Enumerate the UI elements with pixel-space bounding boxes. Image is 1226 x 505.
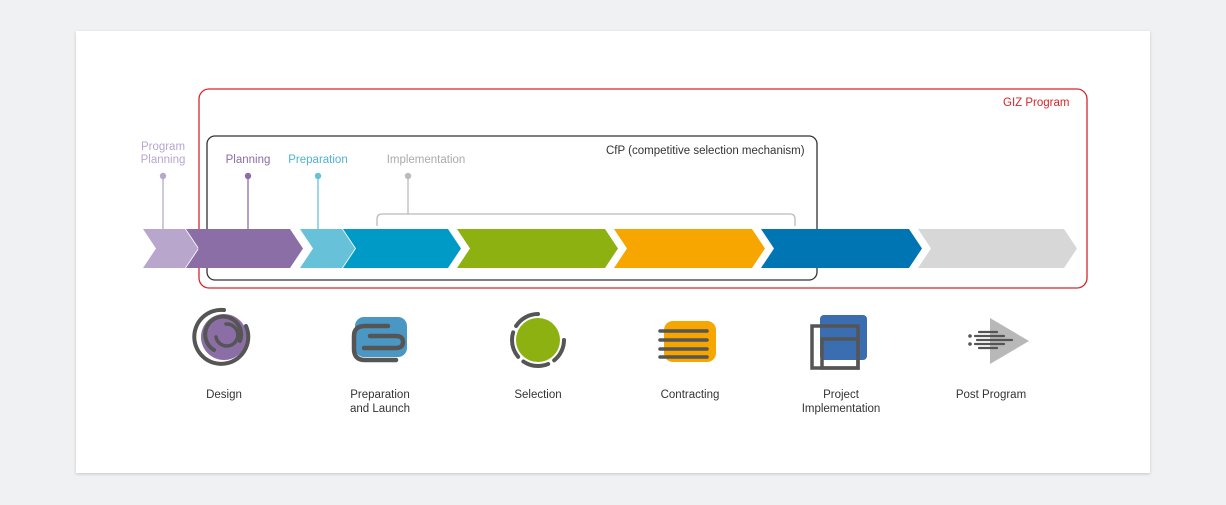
marker-planning: [244, 172, 252, 230]
chevron-selection: [457, 229, 618, 268]
phase-name-post-program: Post Program: [955, 389, 1027, 401]
post-program-icon: [968, 318, 1029, 364]
contracting-icon: [658, 321, 716, 362]
giz-program-label: GIZ Program: [1003, 97, 1070, 109]
phase-name-selection: Selection: [514, 389, 562, 401]
implementation-bracket: [376, 213, 796, 226]
design-icon: [192, 307, 251, 366]
chevron-implementation: [761, 229, 922, 268]
phase-name-contracting: Contracting: [660, 389, 720, 401]
phase-name-design: Design: [206, 389, 242, 401]
cfp-frame: [206, 135, 818, 281]
preparation-launch-icon: [351, 317, 407, 363]
stage-label-planning: Planning: [225, 154, 271, 166]
chevron-preparation-light: [300, 229, 355, 268]
stage-label-implementation: Implementation: [386, 154, 466, 166]
marker-implementation: [404, 172, 412, 214]
phase-name-preparation-launch: Preparation and Launch: [349, 389, 411, 415]
cfp-label: CfP (competitive selection mechanism): [606, 145, 805, 157]
chevron-preparation: [343, 229, 461, 268]
chevron-planning: [186, 229, 303, 268]
marker-program-planning: [159, 172, 167, 236]
project-implementation-icon: [810, 315, 867, 370]
chevron-program-planning: [143, 229, 198, 268]
chevron-contracting: [614, 229, 765, 268]
stage-label-preparation: Preparation: [288, 154, 348, 166]
chevron-post-program: [918, 229, 1077, 268]
giz-program-frame: [198, 88, 1088, 289]
marker-preparation: [314, 172, 322, 230]
selection-icon: [510, 312, 566, 368]
stage-label-program-planning: Program Planning: [140, 141, 186, 166]
phase-name-project-implementation: Project Implementation: [801, 389, 881, 415]
